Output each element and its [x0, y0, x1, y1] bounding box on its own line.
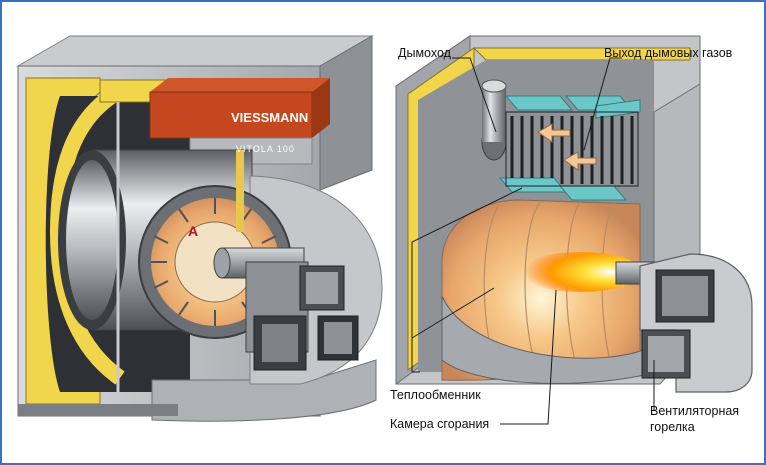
label-fan-burner-line2: горелка	[650, 420, 695, 434]
leader-heat-exchanger-top	[411, 187, 523, 373]
callout-lines	[411, 57, 655, 425]
leader-chimney	[452, 57, 497, 133]
label-flue-outlet: Выход дымовых газов	[604, 46, 733, 60]
label-chimney: Дымоход	[398, 46, 451, 60]
brand-text: VIESSMANN	[231, 110, 308, 125]
leader-combustion-chamber	[500, 289, 557, 425]
model-text: VITOLA 100	[236, 144, 295, 154]
left-boiler: VIESSMANN VITOLA 100 A	[16, 35, 383, 422]
label-combustion-chamber: Камера сгорания	[390, 417, 490, 431]
leader-flue-outlet	[583, 57, 622, 151]
right-boiler	[395, 35, 753, 393]
label-heat-exchanger: Теплообменник	[390, 388, 481, 402]
label-fan-burner-line1: Вентиляторная	[650, 404, 740, 418]
leader-heat-exchanger-bottom	[411, 287, 495, 339]
marker-a: A	[188, 223, 198, 239]
